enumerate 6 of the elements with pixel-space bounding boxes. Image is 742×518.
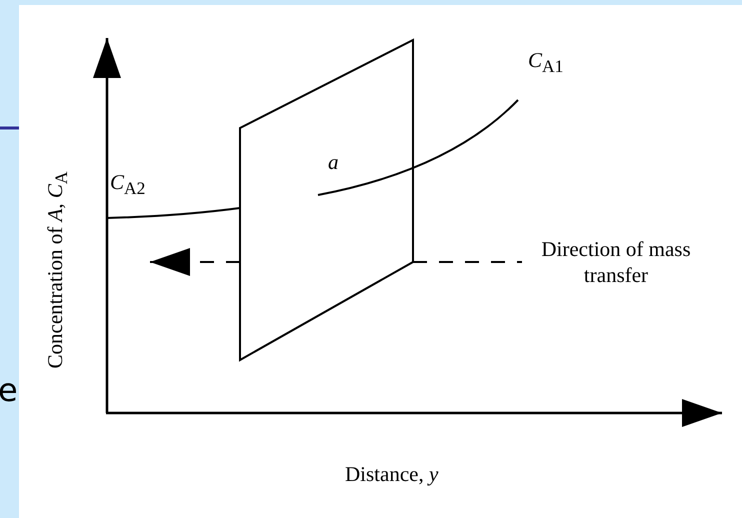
text-fragment: e: [0, 372, 18, 408]
region-label: a: [328, 150, 338, 174]
direction-label: Direction of mass transfer: [540, 236, 692, 288]
axis-title: Distance, y: [345, 462, 438, 486]
curve-label: C$_{A1}$: [528, 48, 564, 78]
curve-label: C$_{A2}$: [110, 170, 146, 200]
